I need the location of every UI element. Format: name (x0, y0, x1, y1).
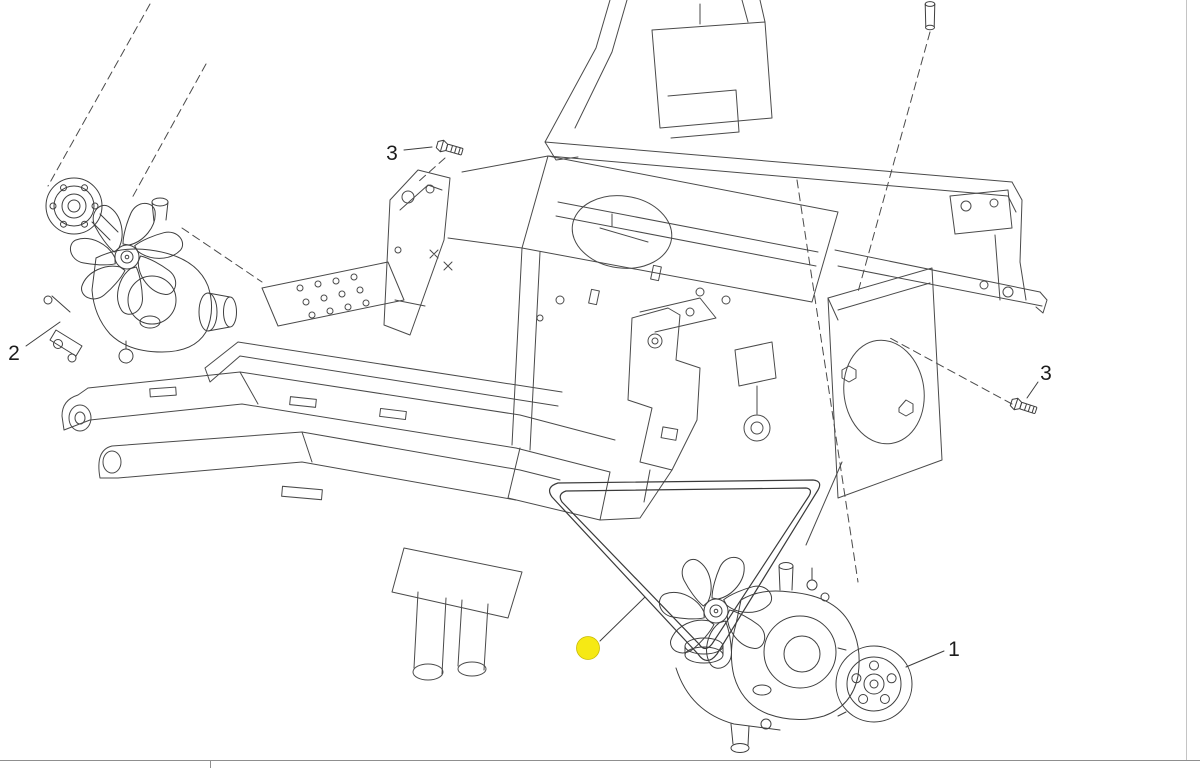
leader-lines (47, 3, 1013, 583)
fan-icon (67, 201, 188, 319)
input-flange (45, 177, 103, 235)
transaxle-left-assembly (43, 177, 237, 364)
callout-label-1[interactable]: 1 (948, 638, 960, 661)
callout-leaders (25, 146, 1039, 668)
leader-top-left-a (47, 3, 151, 187)
frame-outline (61, 0, 1048, 681)
leader-to-item1 (796, 179, 859, 583)
leader-pin-top-right (857, 31, 931, 293)
callout-label-3-right[interactable]: 3 (1040, 362, 1052, 385)
wheel-hub (835, 645, 913, 723)
bolt-icon-top (435, 138, 465, 159)
callout-label-2[interactable]: 2 (8, 342, 20, 365)
transaxle-right-assembly (656, 555, 913, 753)
pin-icon (924, 1, 936, 31)
leader-item2-to-frame (181, 227, 263, 283)
hardware (435, 1, 1039, 417)
bolt-icon-right (1008, 396, 1039, 417)
leader-bolt-top (417, 157, 446, 183)
highlight-marker[interactable] (576, 636, 600, 660)
callout-label-3-top[interactable]: 3 (386, 142, 398, 165)
leader-bolt-right (889, 337, 1013, 405)
leader-top-left-b (131, 63, 207, 199)
